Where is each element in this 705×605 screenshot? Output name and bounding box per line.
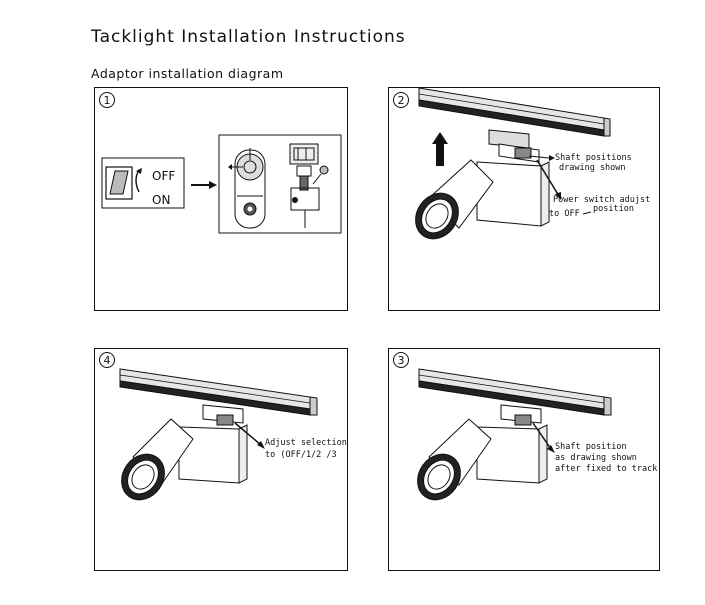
shaft-position-note: Shaft positions drawing shown xyxy=(555,153,632,173)
track-rail xyxy=(418,368,612,416)
power-switch-note: Power switch adujst to OFF position xyxy=(549,195,650,219)
step-2-drawing: 2 xyxy=(393,88,650,240)
right-arrow-icon xyxy=(191,181,217,189)
up-arrow-icon xyxy=(432,132,448,166)
step-1-drawing: 1 OFF ON xyxy=(99,92,342,234)
svg-text:to (OFF/1/2 /3: to (OFF/1/2 /3 xyxy=(265,450,337,460)
step-number-2: 2 xyxy=(393,92,409,108)
svg-text:1: 1 xyxy=(104,94,111,107)
step-4-panel: 4 Adjust selection to (OFF/1/2 /3 xyxy=(94,348,348,571)
annotation-leaders xyxy=(234,422,265,449)
track-adaptor xyxy=(488,129,540,163)
svg-text:Shaft position: Shaft position xyxy=(555,442,627,452)
track-adaptor xyxy=(500,404,542,426)
svg-text:position: position xyxy=(593,204,634,214)
svg-text:OFF: OFF xyxy=(152,169,175,183)
adaptor-detail-box xyxy=(218,134,342,234)
page-title: Tacklight Installation Instructions xyxy=(91,27,406,47)
step-3-drawing: 3 Shaft position as drawing shown xyxy=(393,352,657,501)
light-fixture xyxy=(417,418,548,501)
step-number-3: 3 xyxy=(393,352,409,368)
svg-text:3: 3 xyxy=(398,354,405,367)
step-2-panel: 2 xyxy=(388,87,660,311)
svg-text:Shaft positions: Shaft positions xyxy=(555,153,632,163)
svg-text:as drawing shown: as drawing shown xyxy=(555,453,637,463)
svg-text:drawing shown: drawing shown xyxy=(559,163,626,173)
switch-box: OFF ON xyxy=(101,157,185,209)
svg-text:Power switch adujst: Power switch adujst xyxy=(553,195,650,205)
track-rail xyxy=(119,368,318,416)
track-adaptor xyxy=(202,404,244,426)
step-number-1: 1 xyxy=(99,92,115,108)
step-4-drawing: 4 Adjust selection to (OFF/1/2 /3 xyxy=(99,352,347,501)
light-fixture xyxy=(121,418,248,501)
step-1-panel: 1 OFF ON xyxy=(94,87,348,311)
svg-text:4: 4 xyxy=(104,354,111,367)
step-number-4: 4 xyxy=(99,352,115,368)
annotation-leaders xyxy=(528,155,561,200)
svg-text:2: 2 xyxy=(398,94,405,107)
step-3-panel: 3 Shaft position as drawing shown xyxy=(388,348,660,571)
svg-text:Adjust selection: Adjust selection xyxy=(265,438,347,448)
svg-text:ON: ON xyxy=(152,193,170,207)
svg-text:after fixed to track: after fixed to track xyxy=(555,464,657,474)
track-rail xyxy=(418,88,611,137)
diagram-subtitle: Adaptor installation diagram xyxy=(91,66,284,81)
annotation-leaders xyxy=(532,422,555,453)
selection-note: Adjust selection to (OFF/1/2 /3 xyxy=(265,438,347,460)
shaft-position-note: Shaft position as drawing shown after fi… xyxy=(555,442,657,474)
svg-text:to OFF: to OFF xyxy=(549,209,580,219)
light-fixture xyxy=(415,159,550,240)
